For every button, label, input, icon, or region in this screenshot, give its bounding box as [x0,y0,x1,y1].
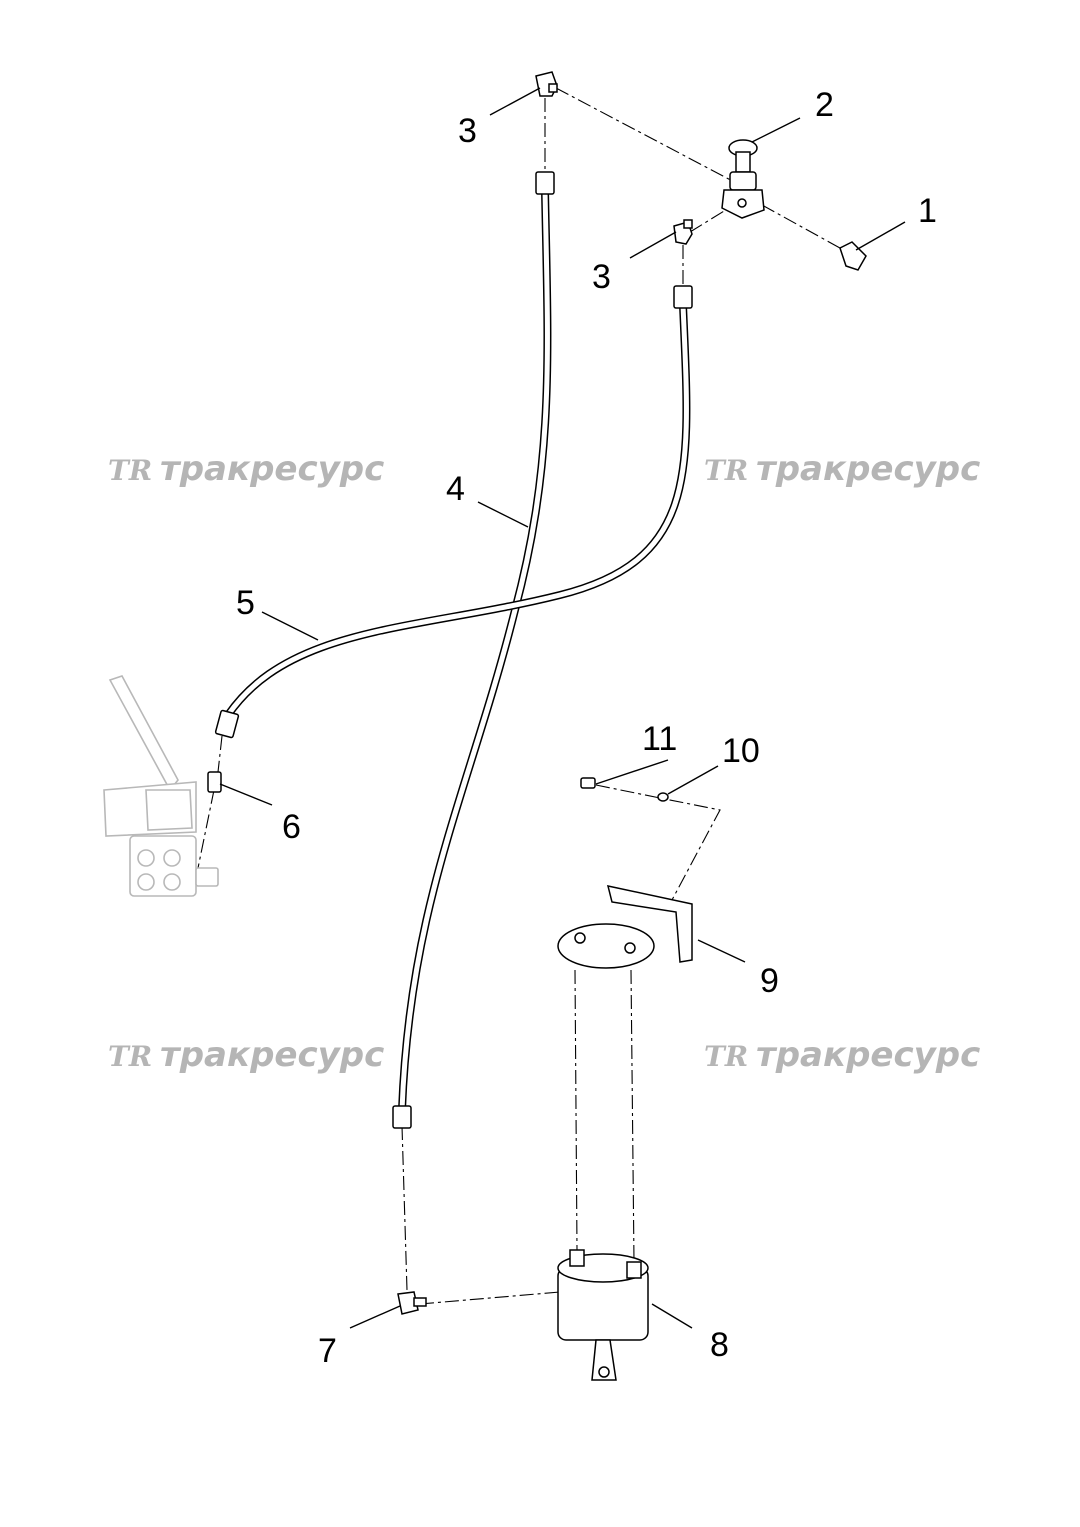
hose-4-bottom-nut [392,1105,412,1129]
watermark-top-right: TR тракресурс [704,449,980,489]
svg-text:TR: TR [704,454,748,487]
adapter-6 [207,771,222,793]
callouts: 1 2 3 3 4 5 6 7 8 9 10 11 [236,86,937,1370]
fitting-1 [839,241,867,271]
washer-10 [657,792,669,802]
hose-4-top-nut [535,171,555,195]
svg-text:тракресурс: тракресурс [160,449,384,489]
valve-2 [721,139,765,219]
watermark-top-left: TR тракресурс [108,449,384,489]
callout-9: 9 [760,962,779,1000]
callout-3-upper: 3 [458,112,477,150]
assembly-lines [197,87,841,1305]
hose-5-top-nut [673,285,693,309]
svg-text:тракресурс: тракресурс [756,449,980,489]
bolt-11 [580,777,596,789]
watermark-bottom-left: TR тракресурс [108,1035,384,1075]
hose-5-bottom-nut [214,709,240,739]
brake-chamber-8 [557,1249,649,1381]
callout-6: 6 [282,808,301,846]
svg-text:тракресурс: тракресурс [756,1035,980,1075]
leader-lines [219,87,906,1329]
elbow-fitting-7 [397,1291,427,1315]
callout-2: 2 [815,86,834,124]
callout-7: 7 [318,1332,337,1370]
hose-5 [214,285,693,739]
callout-4: 4 [446,470,465,508]
svg-text:TR: TR [704,1040,748,1073]
elbow-fitting-3-upper [535,71,558,97]
bracket-9 [557,885,693,969]
callout-5: 5 [236,584,255,622]
callout-8: 8 [710,1326,729,1364]
callout-10: 10 [722,732,760,770]
callout-1: 1 [918,192,937,230]
callout-11: 11 [642,720,677,758]
svg-text:TR: TR [108,454,152,487]
elbow-fitting-3-lower [673,219,693,245]
svg-text:TR: TR [108,1040,152,1073]
watermark-bottom-right: TR тракресурс [704,1035,980,1075]
svg-text:тракресурс: тракресурс [160,1035,384,1075]
callout-3-lower: 3 [592,258,611,296]
brake-pedal-ghost [103,675,219,897]
hose-4 [392,171,555,1129]
